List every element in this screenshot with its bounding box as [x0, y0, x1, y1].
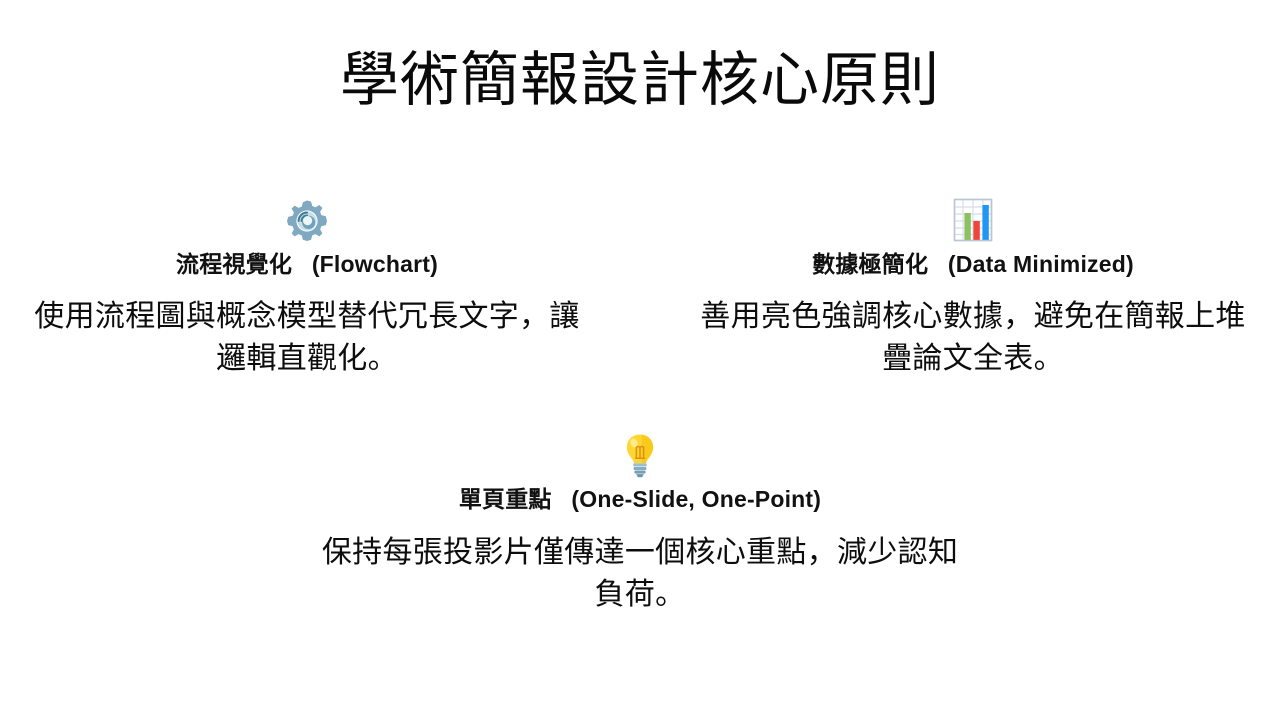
- principle-heading-data-minimized: 數據極簡化 (Data Minimized): [690, 250, 1256, 280]
- principle-card-data-minimized: 數據極簡化 (Data Minimized) 善用亮色強調核心數據，避免在簡報上…: [666, 196, 1280, 381]
- principle-body-data-minimized: 善用亮色強調核心數據，避免在簡報上堆疊論文全表。: [700, 299, 1246, 376]
- principle-heading-flowchart: 流程視覺化 (Flowchart): [24, 250, 590, 280]
- bottom-row: 單頁重點 (One-Slide, One-Point) 保持每張投影片僅傳達一個…: [0, 431, 1280, 617]
- principle-card-flowchart: 流程視覺化 (Flowchart) 使用流程圖與概念模型替代冗長文字，讓邏輯直觀…: [0, 196, 614, 381]
- principle-heading-cjk: 流程視覺化: [176, 251, 293, 277]
- gear-icon: [24, 196, 590, 246]
- top-row: 流程視覺化 (Flowchart) 使用流程圖與概念模型替代冗長文字，讓邏輯直觀…: [0, 196, 1280, 381]
- principle-card-one-slide-one-point: 單頁重點 (One-Slide, One-Point) 保持每張投影片僅傳達一個…: [320, 431, 960, 617]
- bar-chart-icon: [690, 196, 1256, 246]
- page-title: 學術簡報設計核心原則: [339, 47, 940, 113]
- principle-heading-en: (Data Minimized): [947, 251, 1134, 277]
- principle-heading-cjk: 單頁重點: [458, 486, 552, 512]
- principle-heading-one-slide-one-point: 單頁重點 (One-Slide, One-Point): [320, 485, 960, 515]
- lightbulb-icon: [320, 431, 960, 481]
- principle-body-flowchart: 使用流程圖與概念模型替代冗長文字，讓邏輯直觀化。: [34, 299, 580, 376]
- principle-body-one-slide-one-point: 保持每張投影片僅傳達一個核心重點，減少認知負荷。: [321, 535, 959, 612]
- principle-heading-en: (Flowchart): [311, 251, 438, 277]
- principle-heading-cjk: 數據極簡化: [812, 251, 929, 277]
- principle-heading-en: (One-Slide, One-Point): [571, 486, 822, 512]
